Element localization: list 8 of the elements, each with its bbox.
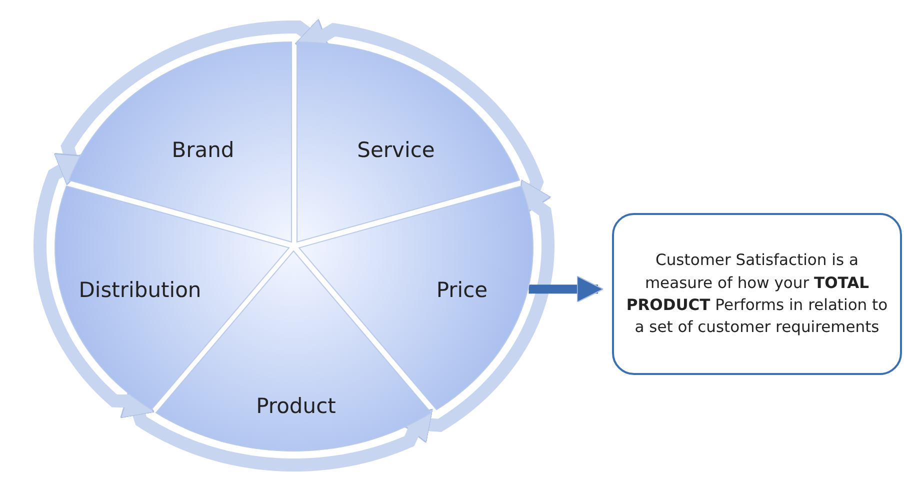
- callout-box: [612, 213, 902, 375]
- slice-label: Price: [436, 278, 488, 302]
- callout-text: Customer Satisfaction is a measure of how your TOTAL PRODUCT Performs in relation to a set of customer requirements: [626, 250, 888, 338]
- slice-label: Product: [256, 394, 336, 418]
- slice-label: Distribution: [78, 278, 202, 302]
- arrow: [528, 276, 604, 303]
- slice-label: Service: [357, 138, 435, 162]
- slice-label: Brand: [172, 138, 234, 162]
